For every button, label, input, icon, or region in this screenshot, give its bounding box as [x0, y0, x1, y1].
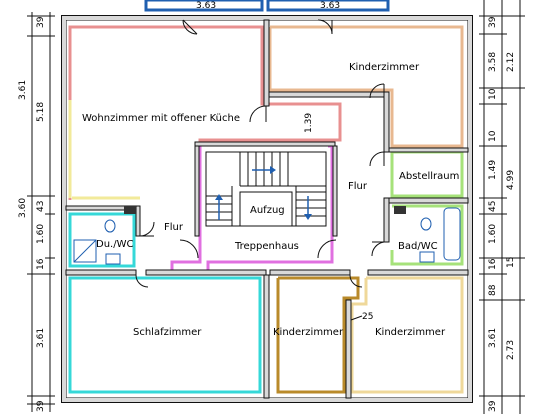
- dim-right-10: 3.61: [488, 328, 498, 348]
- dim-right-outer-4: 2.73: [506, 340, 516, 360]
- dim-left-2: 3.61: [18, 80, 28, 100]
- dim-pillar: 25: [362, 312, 373, 322]
- dim-left-1: 39: [36, 16, 46, 28]
- dim-right-8: 16: [488, 258, 498, 270]
- dim-chain-right: 39 3.58 10 10 1.49 45 1.60 16 88 3.61 39…: [479, 0, 525, 414]
- dim-right-9: 88: [488, 284, 498, 296]
- dim-corridor-width: 1.39: [304, 113, 314, 133]
- label-treppenhaus: Treppenhaus: [234, 241, 299, 252]
- label-aufzug: Aufzug: [250, 205, 285, 216]
- treppenhaus-outline: [170, 144, 334, 274]
- kinderzimmer-right-outline: [350, 276, 464, 394]
- bad-wc-outline: [390, 204, 464, 266]
- kinderzimmer-mid-outline: [276, 276, 360, 394]
- dim-chain-left: 39 3.61 5.18 3.60 43 1.60 16 3.61 39: [18, 12, 55, 412]
- kinderzimmer-top-outline: [268, 25, 464, 148]
- dim-left-4: 3.60: [18, 198, 28, 218]
- dim-left-5: 43: [36, 201, 46, 212]
- dim-right-outer-3: 15: [506, 257, 516, 268]
- dim-right-5: 1.49: [488, 160, 498, 180]
- dim-right-3: 10: [488, 88, 498, 100]
- dim-right-outer-1: 2.12: [506, 52, 516, 72]
- dim-right-4: 10: [488, 130, 498, 142]
- dim-left-6: 1.60: [36, 224, 46, 244]
- label-wohnzimmer: Wohnzimmer mit offener Küche: [82, 113, 240, 124]
- dim-left-3: 5.18: [36, 102, 46, 122]
- dim-left-7: 16: [36, 258, 46, 270]
- label-schlafzimmer: Schlafzimmer: [133, 327, 202, 338]
- dim-right-2: 3.58: [488, 52, 498, 72]
- dim-right-1: 39: [488, 16, 498, 28]
- label-abstellraum: Abstellraum: [399, 171, 459, 182]
- dim-right-11: 39: [488, 400, 498, 412]
- internal-walls: [65, 19, 469, 399]
- fixtures: [73, 206, 461, 265]
- top-windows: 3.63 3.63: [144, 0, 390, 12]
- dim-right-outer-2: 4.99: [506, 170, 516, 190]
- label-kinderzimmer-mid: Kinderzimmer: [273, 327, 344, 338]
- schlafzimmer-outline: [68, 276, 262, 394]
- label-kinderzimmer-right: Kinderzimmer: [375, 327, 446, 338]
- label-flur-left: Flur: [164, 222, 184, 233]
- dim-left-8: 3.61: [36, 328, 46, 348]
- dim-left-9: 39: [36, 400, 46, 412]
- staircase: [205, 151, 327, 227]
- dim-right-7: 1.60: [488, 224, 498, 244]
- dim-window-1: 3.63: [196, 1, 216, 11]
- doors: [135, 19, 385, 288]
- label-flur-center: Flur: [348, 181, 368, 192]
- wohnzimmer-outline: [68, 25, 342, 200]
- label-kinderzimmer-top: Kinderzimmer: [349, 62, 420, 73]
- label-bad-wc: Bad/WC: [398, 241, 438, 252]
- du-wc-outline: [68, 212, 136, 268]
- dim-right-6: 45: [488, 201, 498, 212]
- dim-window-2: 3.63: [320, 1, 340, 11]
- label-du-wc: Du./WC: [96, 239, 133, 250]
